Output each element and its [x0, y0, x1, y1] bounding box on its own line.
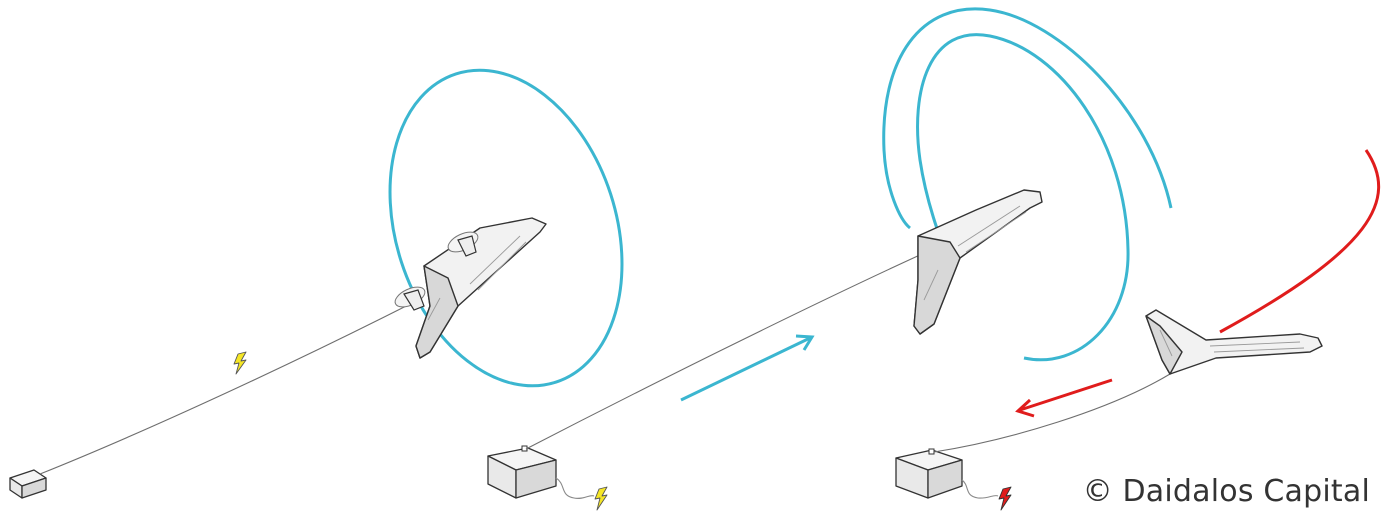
retraction-path — [1219, 149, 1381, 334]
ground-station-small — [9, 469, 47, 499]
reel-out-arrow — [680, 334, 815, 402]
stage-generation — [487, 7, 1173, 511]
flight-path-spiral — [882, 7, 1173, 230]
ground-station-generator — [487, 445, 557, 499]
drone-retracting — [1145, 309, 1323, 375]
power-cable — [555, 477, 595, 499]
lightning-bolt-icon — [998, 486, 1012, 511]
drone-with-propellers — [394, 217, 547, 359]
lightning-bolt-icon — [233, 351, 247, 375]
ground-station-winch — [895, 448, 963, 499]
power-cable — [961, 479, 999, 499]
flight-path-loop — [388, 68, 624, 388]
tether — [525, 253, 923, 450]
flight-path-spiral — [916, 33, 1130, 362]
drone-generating — [913, 189, 1043, 335]
lightning-bolt-icon — [594, 486, 608, 511]
tether — [39, 299, 419, 475]
tether — [933, 373, 1171, 453]
stage-launch — [9, 68, 624, 499]
copyright-notice: © Daidalos Capital — [1082, 474, 1370, 509]
stage-retraction — [895, 149, 1381, 511]
reel-in-arrow — [1015, 378, 1113, 418]
